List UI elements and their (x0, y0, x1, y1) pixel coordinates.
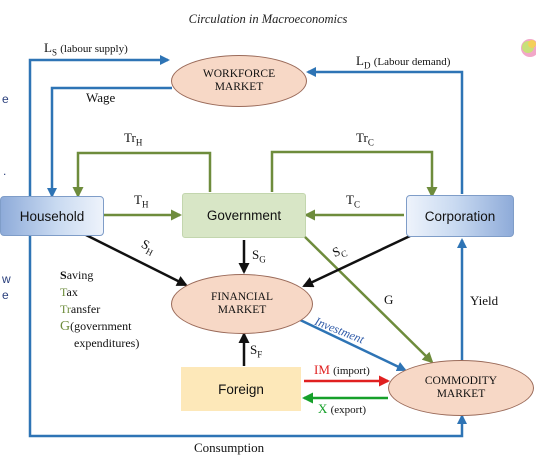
legend-saving: Saving (60, 268, 94, 282)
legend: Saving Tax Transfer G(government expendi… (60, 267, 139, 352)
legend-expenditures: expenditures) (74, 336, 140, 350)
tax-corporation-label: TC (346, 192, 360, 210)
financial-market-node: FINANCIAL MARKET (171, 274, 313, 334)
investment-arrow (295, 316, 407, 372)
transfer-corporation-arrow (270, 150, 438, 198)
commodity-market-line2: MARKET (436, 388, 486, 400)
government-expenditure-arrow (301, 233, 434, 364)
saving-foreign-label: SF (250, 342, 263, 360)
tax-household-label: TH (134, 192, 149, 210)
legend-government: G(government (60, 319, 132, 334)
corporation-node: Corporation (406, 195, 514, 237)
side-fragment-3: w (2, 272, 11, 286)
labour-supply-arrow (28, 55, 170, 200)
labour-demand-label: LD (Labour demand) (356, 53, 451, 71)
consumption-label: Consumption (194, 440, 265, 455)
transfer-household-arrow (72, 151, 212, 198)
legend-transfer: Transfer (60, 302, 101, 316)
household-node: Household (0, 196, 104, 236)
consumption-arrow (28, 236, 467, 438)
import-label: IM (import) (314, 362, 370, 377)
labour-supply-label: LS (labour supply) (44, 40, 128, 58)
workforce-market-node: WORKFORCE MARKET (171, 55, 307, 107)
transfer-corporation-label: TrC (356, 130, 374, 148)
wage-arrow (47, 86, 172, 198)
yield-label: Yield (470, 293, 499, 308)
workforce-market-line2: MARKET (214, 81, 264, 93)
diagram-title: Circulation in Macroeconomics (188, 12, 348, 26)
side-fragment-1: e (2, 92, 9, 106)
wage-label: Wage (86, 90, 116, 105)
labour-demand-arrow (306, 67, 464, 194)
commodity-market-line1: COMMODITY (424, 375, 498, 387)
commodity-market-node: COMMODITY MARKET (388, 360, 534, 416)
side-fragment-2: . (3, 164, 7, 178)
foreign-node: Foreign (181, 367, 301, 411)
saving-government-label: SG (252, 247, 266, 265)
transfer-household-label: TrH (124, 130, 143, 148)
government-expenditure-label: G (384, 292, 394, 307)
side-fragment-4: e (2, 288, 9, 302)
legend-tax: Tax (60, 285, 78, 299)
government-node: Government (182, 193, 306, 238)
financial-market-line1: FINANCIAL (211, 291, 273, 303)
export-label: X (export) (318, 401, 367, 416)
workforce-market-line1: WORKFORCE (202, 68, 276, 80)
saving-corporation-arrow (302, 234, 411, 288)
decorative-logo-icon (521, 39, 536, 57)
saving-household-arrow (79, 230, 188, 287)
financial-market-line2: MARKET (217, 304, 267, 316)
